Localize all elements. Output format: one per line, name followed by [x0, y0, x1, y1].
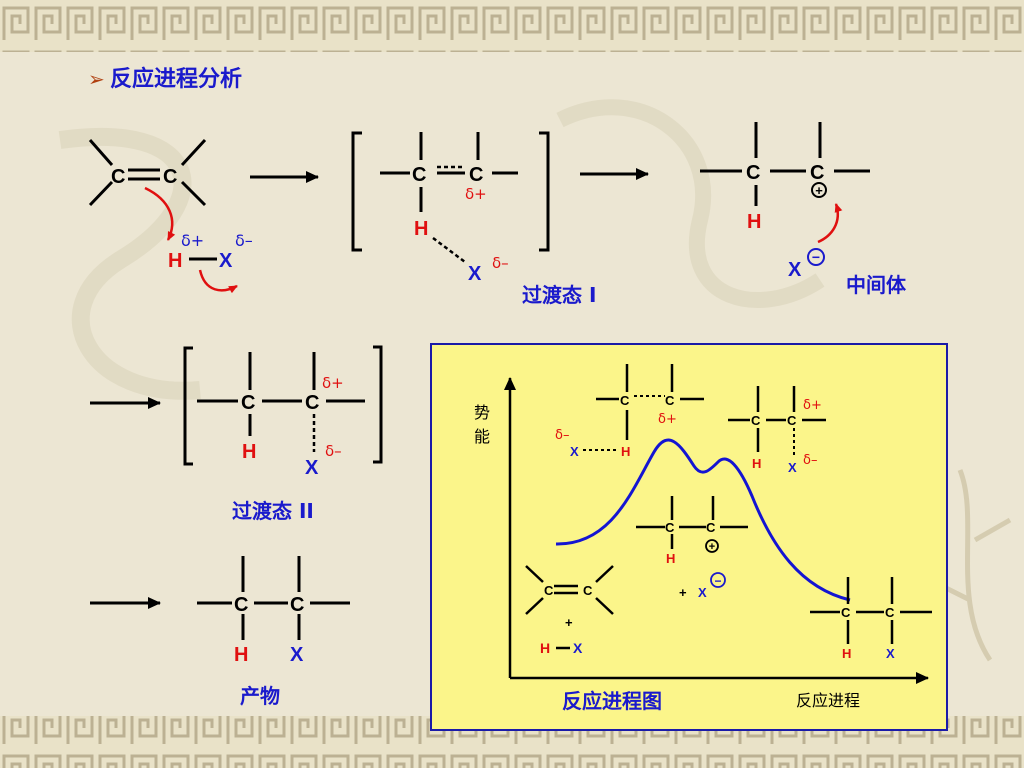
- top-border-pattern: [0, 0, 1024, 52]
- plot-carbocation-charge-icon: [705, 539, 719, 553]
- plot-reactant-bonds: [525, 565, 614, 650]
- intermediate-bonds: [700, 122, 870, 206]
- hx-hydrogen: H: [168, 250, 182, 272]
- carbocation-charge-icon: [811, 182, 827, 198]
- product-bonds: [197, 556, 350, 640]
- ts2-brackets: [183, 345, 383, 466]
- ts1-delta-minus: δ–: [492, 254, 509, 272]
- plot-ts1-carbon-1: C: [620, 393, 630, 408]
- intermediate-carbon-2: C: [810, 162, 824, 184]
- halide-minus: −: [812, 249, 820, 265]
- halide-charge-icon: [807, 248, 825, 266]
- energy-diagram-title: 反应进程图: [562, 689, 662, 713]
- plot-product-halogen: X: [886, 646, 895, 661]
- carbocation-plus: +: [815, 183, 823, 198]
- product-carbon-1: C: [234, 594, 248, 616]
- product-caption: 产物: [240, 684, 280, 708]
- ts2-halogen: X: [305, 457, 319, 479]
- hx-halogen: X: [219, 250, 233, 272]
- plot-intermediate-plus: +: [679, 585, 687, 600]
- energy-diagram-frame: [430, 343, 948, 731]
- plot-ts2-halogen: X: [788, 460, 797, 475]
- brush-stroke-decoration: [58, 127, 201, 400]
- alkene-carbon-2: C: [163, 166, 177, 188]
- plot-ts2-delta-plus: δ+: [803, 398, 822, 413]
- plot-ts2-bonds: [728, 386, 826, 452]
- nucleophile-attack-arrow: [817, 203, 843, 244]
- plot-ts1-bonds: [596, 364, 704, 440]
- hx-delta-plus: δ+: [181, 231, 204, 250]
- energy-diagram-panel: 势 能 反应进程 反应进程图 C C + H X C C: [430, 343, 948, 731]
- ts2-bonds: [197, 352, 365, 436]
- brush-stroke-decoration: [556, 99, 825, 308]
- halide-anion: X: [788, 259, 802, 281]
- plot-ts1-hydrogen: H: [621, 444, 630, 459]
- plot-product-carbon-1: C: [841, 605, 851, 620]
- plot-ts1-delta-plus: δ+: [658, 412, 677, 427]
- plot-reactant-halogen: X: [573, 640, 583, 656]
- plot-ts1-carbon-2: C: [665, 393, 675, 408]
- ts1-carbon-2: C: [469, 164, 483, 186]
- plot-halide-anion: X: [698, 585, 707, 600]
- intermediate-hydrogen: H: [747, 211, 761, 233]
- ts1-carbon-1: C: [412, 164, 426, 186]
- plot-intermediate-hydrogen: H: [666, 551, 675, 566]
- ts1-hydrogen: H: [414, 218, 428, 240]
- ts2-carbon-2: C: [305, 392, 319, 414]
- plot-product-bonds: [810, 577, 932, 644]
- product-hydrogen: H: [234, 644, 248, 666]
- plot-halide-minus: −: [714, 574, 721, 588]
- ts2-delta-plus: δ+: [322, 374, 344, 392]
- plot-reactant-plus: +: [565, 615, 573, 630]
- plot-ts2-carbon-2: C: [787, 413, 797, 428]
- plot-ts1-halogen: X: [570, 444, 579, 459]
- plot-reactant-carbon-1: C: [544, 583, 554, 598]
- ts1-caption: 过渡态 I: [522, 283, 596, 307]
- ts1-halogen: X: [468, 263, 482, 285]
- bullet-icon: ➢: [88, 67, 105, 91]
- ts1-bonds: [380, 132, 518, 212]
- plot-intermediate-bonds: [636, 496, 748, 549]
- plot-reactant-carbon-2: C: [583, 583, 593, 598]
- electron-push-arrow: [198, 269, 238, 294]
- plot-product-hydrogen: H: [842, 646, 851, 661]
- x-axis-label: 反应进程: [796, 691, 860, 710]
- product-halogen: X: [290, 644, 304, 666]
- ts2-hydrogen: H: [242, 441, 256, 463]
- plot-carbocation-plus: +: [709, 541, 715, 553]
- intermediate-carbon-1: C: [746, 162, 760, 184]
- plot-halide-charge-icon: [710, 572, 726, 588]
- y-axis-label-2: 能: [474, 427, 490, 446]
- y-axis-label-1: 势: [474, 403, 490, 422]
- plot-product-carbon-2: C: [885, 605, 895, 620]
- plot-ts2-delta-minus: δ–: [803, 453, 817, 468]
- ts1-delta-plus: δ+: [465, 185, 487, 203]
- hx-delta-minus: δ–: [235, 231, 253, 250]
- plot-ts2-carbon-1: C: [751, 413, 761, 428]
- plot-reactant-hydrogen: H: [540, 640, 550, 656]
- intermediate-caption: 中间体: [846, 273, 907, 297]
- plot-intermediate-carbon-1: C: [665, 520, 675, 535]
- plot-intermediate-carbon-2: C: [706, 520, 716, 535]
- reactant-alkene: [88, 138, 207, 207]
- section-heading: 反应进程分析: [110, 66, 242, 92]
- plot-ts2-hydrogen: H: [752, 456, 761, 471]
- electron-push-arrow: [144, 186, 176, 241]
- ts2-caption: 过渡态 II: [232, 499, 314, 523]
- ts1-brackets: [351, 131, 550, 252]
- ts2-carbon-1: C: [241, 392, 255, 414]
- energy-curve: [555, 438, 851, 602]
- plot-ts1-delta-minus: δ–: [555, 428, 569, 443]
- alkene-carbon-1: C: [111, 166, 125, 188]
- ts2-delta-minus: δ–: [325, 442, 342, 460]
- product-carbon-2: C: [290, 594, 304, 616]
